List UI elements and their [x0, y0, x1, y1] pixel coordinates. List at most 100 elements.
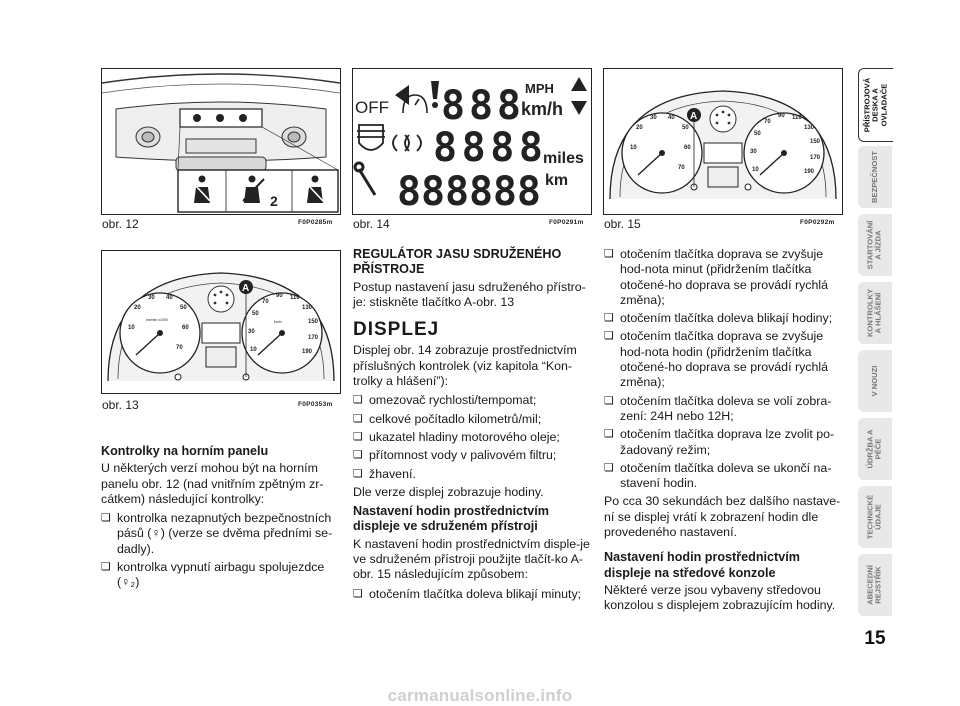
- svg-text:150: 150: [810, 139, 821, 145]
- figure-code: F0P0353m: [298, 401, 333, 408]
- paragraph: Některé verze jsou vybaveny středovou ko…: [604, 582, 836, 613]
- paragraph: K nastavení hodin prostřednictvím disple…: [353, 536, 590, 582]
- svg-text:130: 130: [804, 125, 815, 131]
- list-item: omezovač rychlosti/tempomat;: [353, 393, 591, 409]
- list-item: ukazatel hladiny motorového oleje;: [353, 430, 591, 446]
- tab-pristrojova-deska[interactable]: PŘÍSTROJOVÁ DESKA A OVLADAČE: [858, 68, 893, 142]
- column-left: Kontrolky na horním panelu U některých v…: [101, 444, 339, 594]
- column-middle: REGULÁTOR JASU SDRUŽENÉHO PŘÍSTROJE Post…: [353, 247, 591, 605]
- svg-text:30: 30: [750, 149, 757, 155]
- tab-label: TECHNICKÉ ÚDAJE: [865, 494, 883, 540]
- svg-text:10: 10: [752, 167, 759, 173]
- svg-text:30: 30: [248, 329, 255, 335]
- list-item: přítomnost vody v palivovém filtru;: [353, 448, 591, 464]
- svg-text:50: 50: [252, 311, 259, 317]
- column-right: otočením tlačítka doprava se zvyšuje hod…: [604, 247, 842, 618]
- seatbelt-warning-icon: [194, 175, 211, 203]
- figure-caption: obr. 14: [353, 217, 390, 231]
- svg-text:90: 90: [778, 113, 785, 119]
- section-heading: Kontrolky na horním panelu: [101, 444, 269, 458]
- svg-text:30: 30: [650, 115, 657, 121]
- speed-limiter-icon: [402, 94, 428, 114]
- callout-a-marker: [687, 108, 701, 122]
- svg-text:70: 70: [176, 345, 183, 351]
- figure-code: F0P0285m: [298, 219, 333, 226]
- callout-a-label: A: [690, 111, 697, 122]
- tab-label: KONTROLKY A HLÁŠENÍ: [865, 288, 883, 338]
- oil-level-icon: [357, 124, 385, 151]
- callout-a-label: A: [242, 283, 249, 294]
- paragraph: U některých verzí mohou být na horním pa…: [101, 461, 324, 506]
- tab-technicke-udaje[interactable]: TECHNICKÉ ÚDAJE: [858, 486, 892, 548]
- callout-a-marker: [239, 280, 253, 294]
- svg-text:130: 130: [302, 305, 313, 311]
- speed-digits: 888: [441, 83, 521, 129]
- trip-digits: 888888: [397, 169, 541, 214]
- tab-rejstrik[interactable]: ABECEDNÍ REJSTŘÍK: [858, 554, 892, 616]
- tab-label: ÚDRŽBA A PÉČE: [865, 429, 883, 469]
- page-number: 15: [864, 628, 886, 649]
- kmh-label: km/h: [521, 99, 563, 119]
- watermark: carmanualsonline.info: [387, 686, 573, 705]
- svg-text:150: 150: [308, 319, 319, 325]
- figure-display-segments: OFF 888 MPH km/h 8888: [352, 68, 592, 215]
- tab-v-nouzi[interactable]: V NOUZI: [858, 350, 892, 412]
- svg-text:60: 60: [182, 325, 189, 331]
- svg-text:70: 70: [262, 299, 269, 305]
- svg-text:60: 60: [684, 145, 691, 151]
- svg-text:70: 70: [678, 165, 685, 171]
- list-item: otočením tlačítka doleva blikají hodiny;: [604, 311, 842, 327]
- svg-text:90: 90: [276, 293, 283, 299]
- svg-text:70: 70: [764, 119, 771, 125]
- svg-text:110: 110: [290, 295, 300, 301]
- figure-caption: obr. 12: [102, 217, 139, 231]
- mph-label: MPH: [525, 81, 554, 96]
- up-arrow-icon: [571, 77, 587, 91]
- svg-text:40: 40: [166, 295, 173, 301]
- section-title: DISPLEJ: [353, 319, 440, 341]
- figure-code: F0P0291m: [549, 219, 584, 226]
- svg-text:50: 50: [682, 125, 689, 131]
- svg-text:30: 30: [148, 295, 155, 301]
- list-item: otočením tlačítka doleva se ukončí na-st…: [604, 461, 842, 492]
- section-heading: Nastavení hodin prostřednictvím displeje…: [353, 504, 549, 534]
- list-item: celkové počítadlo kilometrů/mil;: [353, 412, 591, 428]
- section-heading: REGULÁTOR JASU SDRUŽENÉHO PŘÍSTROJE: [353, 247, 562, 277]
- glow-plug-icon: [392, 134, 422, 152]
- wrench-icon: [353, 161, 377, 196]
- svg-text:110: 110: [792, 115, 802, 121]
- odometer-digits: 8888: [433, 125, 543, 171]
- list-item: kontrolka vypnutí airbagu spolujezdce (♀…: [101, 560, 339, 591]
- tab-label: ABECEDNÍ REJSTŘÍK: [865, 565, 883, 605]
- miles-label: miles: [543, 150, 584, 167]
- svg-text:50: 50: [754, 131, 761, 137]
- display-off-label: OFF: [355, 98, 389, 117]
- tab-startovani[interactable]: STARTOVÁNÍ A JÍZDA: [858, 214, 892, 276]
- svg-text:170: 170: [308, 335, 319, 341]
- list-item: žhavení.: [353, 467, 591, 483]
- section-heading: Nastavení hodin prostřednictvím displeje…: [604, 550, 800, 580]
- tach-unit: km/min x1000: [146, 318, 168, 322]
- svg-text:10: 10: [128, 325, 135, 331]
- tab-label: STARTOVÁNÍ A JÍZDA: [865, 220, 883, 270]
- tab-bezpecnost[interactable]: BEZPEČNOST: [858, 146, 892, 208]
- tab-kontrolky[interactable]: KONTROLKY A HLÁŠENÍ: [858, 282, 892, 344]
- paragraph: Displej obr. 14 zobrazuje prostřednictví…: [353, 343, 577, 389]
- list-item: otočením tlačítka doleva se volí zobra-z…: [604, 394, 842, 425]
- tab-udrzba[interactable]: ÚDRŽBA A PÉČE: [858, 418, 892, 480]
- paragraph: Postup nastavení jasu sdruženého přístro…: [353, 279, 586, 309]
- seatbelt-warning-icon-right: [307, 175, 324, 203]
- overhead-panel-drawing: 2: [102, 69, 340, 214]
- km-label: km: [545, 172, 568, 189]
- figure-caption: obr. 15: [604, 217, 641, 231]
- paragraph: Dle verze displej zobrazuje hodiny.: [353, 484, 544, 499]
- svg-text:10: 10: [250, 347, 257, 353]
- list-item: kontrolka nezapnutých bezpečnostních pás…: [101, 511, 339, 557]
- paragraph: Po cca 30 sekundách bez dalšího nastave-…: [604, 494, 841, 540]
- airbag-badge: 2: [270, 193, 278, 209]
